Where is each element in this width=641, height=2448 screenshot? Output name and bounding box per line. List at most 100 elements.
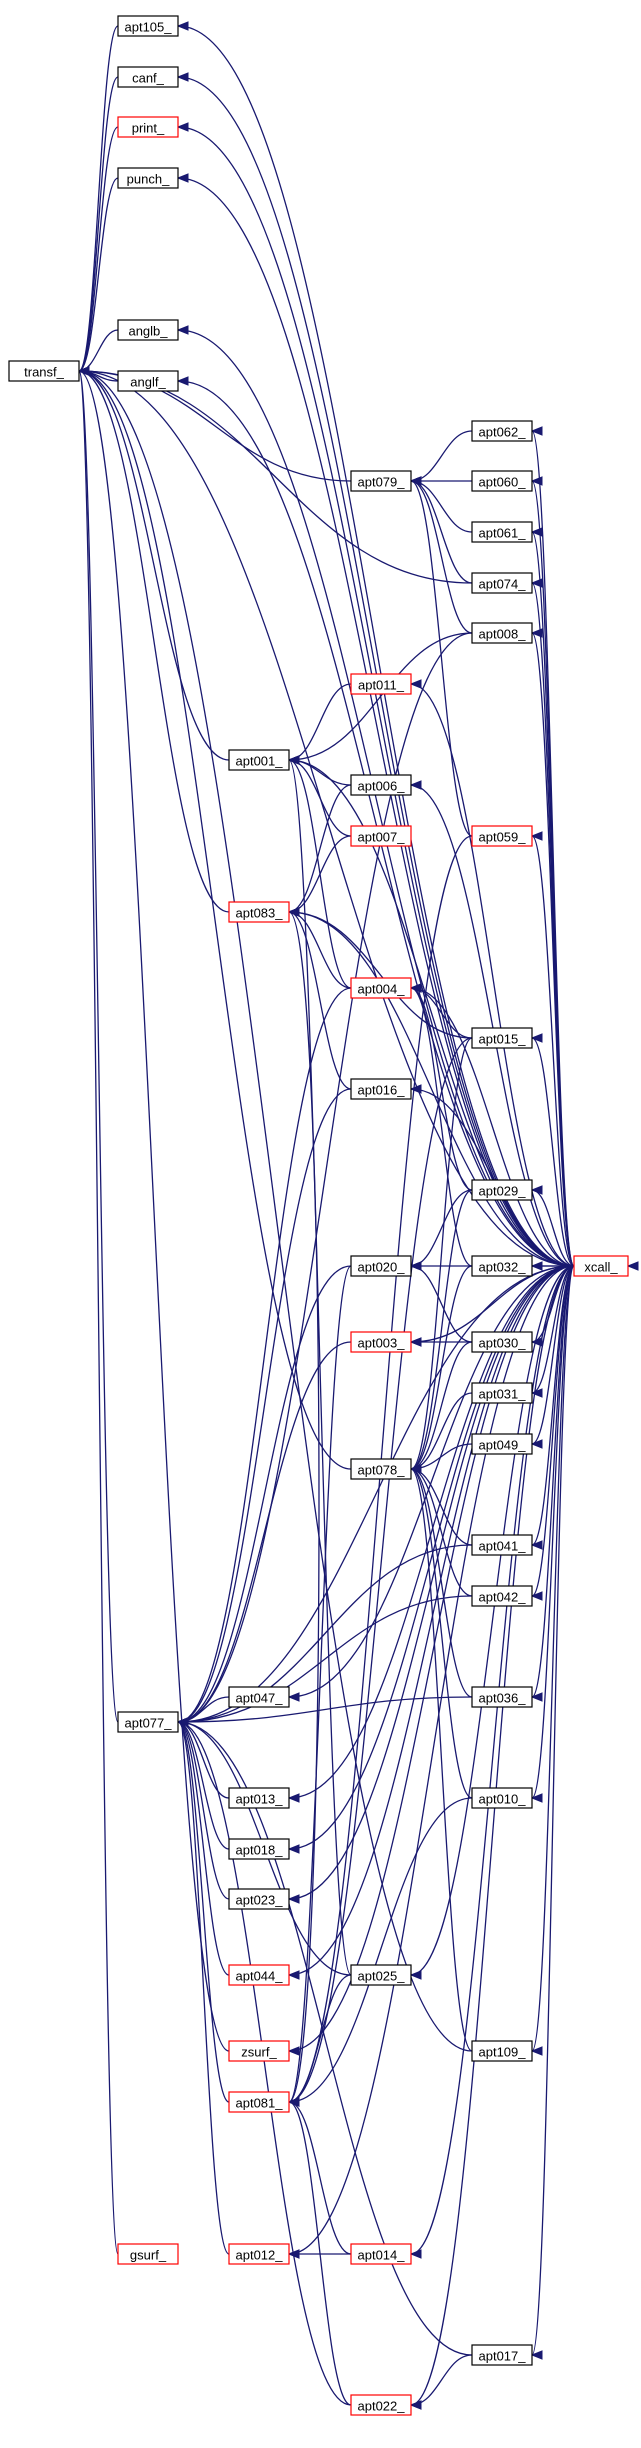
node-label-apt109: apt109_ [479, 2045, 527, 2060]
node-xcall[interactable]: xcall_ [573, 1255, 629, 1277]
edge-apt059-to-apt079 [410, 480, 473, 837]
node-anglb[interactable]: anglb_ [117, 319, 179, 341]
edge-xcall-to-apt031 [531, 1265, 575, 1394]
node-box-apt036 [471, 1686, 533, 1708]
arrowhead-xcall-to-apt018 [287, 1844, 300, 1854]
node-apt029[interactable]: apt029_ [471, 1179, 533, 1201]
node-label-apt044: apt044_ [236, 1969, 284, 1984]
node-label-xcall: xcall_ [584, 1260, 618, 1275]
node-zsurf[interactable]: zsurf_ [228, 2040, 290, 2062]
node-label-apt022: apt022_ [358, 2399, 406, 2414]
node-gsurf[interactable]: gsurf_ [117, 2243, 179, 2265]
node-apt074[interactable]: apt074_ [471, 572, 533, 594]
node-label-apt062: apt062_ [479, 425, 527, 440]
edge-xcall-to-anglf [177, 380, 575, 1267]
arrowhead-xcall-to-apt061 [530, 527, 543, 537]
arrowhead-xcall-to-apt077 [176, 1717, 189, 1727]
node-apt018[interactable]: apt018_ [228, 1838, 290, 1860]
edges-layer [77, 21, 639, 2410]
node-anglf[interactable]: anglf_ [117, 370, 179, 392]
node-box-apt023 [228, 1888, 290, 1910]
node-apt078[interactable]: apt078_ [350, 1458, 412, 1480]
node-punch[interactable]: punch_ [117, 167, 179, 189]
edge-gsurf-to-transf [78, 370, 119, 2255]
node-apt017[interactable]: apt017_ [471, 2344, 533, 2366]
node-box-anglf [117, 370, 179, 392]
node-print[interactable]: print_ [117, 116, 179, 138]
edge-apt008-to-apt077 [177, 632, 473, 1723]
node-label-apt013: apt013_ [236, 1792, 284, 1807]
edge-apt015-to-apt081 [288, 1037, 473, 2103]
node-apt020[interactable]: apt020_ [350, 1255, 412, 1277]
node-box-punch [117, 167, 179, 189]
node-apt004[interactable]: apt004_ [350, 977, 412, 999]
node-transf[interactable]: transf_ [8, 360, 80, 382]
edge-apt006-to-apt083 [288, 784, 352, 913]
edge-apt016-to-apt077 [177, 1088, 352, 1723]
node-apt041[interactable]: apt041_ [471, 1534, 533, 1556]
node-box-apt062 [471, 420, 533, 442]
edge-apt041-to-apt077 [177, 1544, 473, 1723]
edge-xcall-to-apt109 [531, 1265, 575, 2052]
edge-apt004-to-apt077 [177, 987, 352, 1723]
node-apt006[interactable]: apt006_ [350, 774, 412, 796]
node-apt030[interactable]: apt030_ [471, 1331, 533, 1353]
node-apt060[interactable]: apt060_ [471, 470, 533, 492]
edge-apt004-to-apt083 [288, 911, 352, 989]
node-apt016[interactable]: apt016_ [350, 1078, 412, 1100]
node-box-apt006 [350, 774, 412, 796]
node-apt049[interactable]: apt049_ [471, 1433, 533, 1455]
edge-canf-to-transf [78, 76, 119, 372]
node-apt031[interactable]: apt031_ [471, 1382, 533, 1404]
arrowhead-xcall-to-apt105 [176, 21, 189, 31]
edge-xcall-to-apt047 [288, 1265, 575, 1698]
node-apt061[interactable]: apt061_ [471, 521, 533, 543]
node-apt011[interactable]: apt011_ [350, 673, 412, 695]
node-apt044[interactable]: apt044_ [228, 1964, 290, 1986]
node-label-apt032: apt032_ [479, 1260, 527, 1275]
node-label-apt020: apt020_ [358, 1260, 406, 1275]
node-apt008[interactable]: apt008_ [471, 622, 533, 644]
node-label-apt007: apt007_ [358, 830, 406, 845]
node-apt062[interactable]: apt062_ [471, 420, 533, 442]
node-apt077[interactable]: apt077_ [117, 1711, 179, 1733]
edge-xcall-to-apt023 [288, 1265, 575, 1900]
node-apt047[interactable]: apt047_ [228, 1686, 290, 1708]
node-label-apt006: apt006_ [358, 779, 406, 794]
node-label-canf: canf_ [132, 71, 165, 86]
node-apt032[interactable]: apt032_ [471, 1255, 533, 1277]
node-apt059[interactable]: apt059_ [471, 825, 533, 847]
node-box-apt081 [228, 2091, 290, 2113]
arrowhead-xcall-to-apt001 [287, 755, 300, 765]
node-apt014[interactable]: apt014_ [350, 2243, 412, 2265]
node-apt013[interactable]: apt013_ [228, 1787, 290, 1809]
node-apt079[interactable]: apt079_ [350, 470, 412, 492]
node-apt083[interactable]: apt083_ [228, 901, 290, 923]
edge-xcall-to-apt001 [288, 759, 575, 1267]
edge-xcall-to-apt012 [288, 1265, 575, 2255]
node-apt007[interactable]: apt007_ [350, 825, 412, 847]
node-box-apt020 [350, 1255, 412, 1277]
node-apt081[interactable]: apt081_ [228, 2091, 290, 2113]
arrowhead-xcall-to-apt074 [530, 578, 543, 588]
node-apt022[interactable]: apt022_ [350, 2394, 412, 2416]
node-apt025[interactable]: apt025_ [350, 1964, 412, 1986]
edge-xcall-to-apt044 [288, 1265, 575, 1976]
node-apt003[interactable]: apt003_ [350, 1331, 412, 1353]
node-apt109[interactable]: apt109_ [471, 2040, 533, 2062]
node-apt105[interactable]: apt105_ [117, 15, 179, 37]
node-apt023[interactable]: apt023_ [228, 1888, 290, 1910]
node-apt015[interactable]: apt015_ [471, 1027, 533, 1049]
edge-apt078-to-transf [78, 370, 352, 1470]
node-apt010[interactable]: apt010_ [471, 1787, 533, 1809]
node-apt012[interactable]: apt012_ [228, 2243, 290, 2265]
edge-apt074-to-transf [78, 370, 473, 584]
node-apt001[interactable]: apt001_ [228, 749, 290, 771]
node-apt042[interactable]: apt042_ [471, 1585, 533, 1607]
node-label-apt012: apt012_ [236, 2248, 284, 2263]
node-apt036[interactable]: apt036_ [471, 1686, 533, 1708]
edge-apt081-to-apt083 [288, 911, 320, 2103]
node-canf[interactable]: canf_ [117, 66, 179, 88]
edge-apt014-to-apt081 [288, 2101, 352, 2255]
arrowhead-xcall-to-apt010 [530, 1793, 543, 1803]
